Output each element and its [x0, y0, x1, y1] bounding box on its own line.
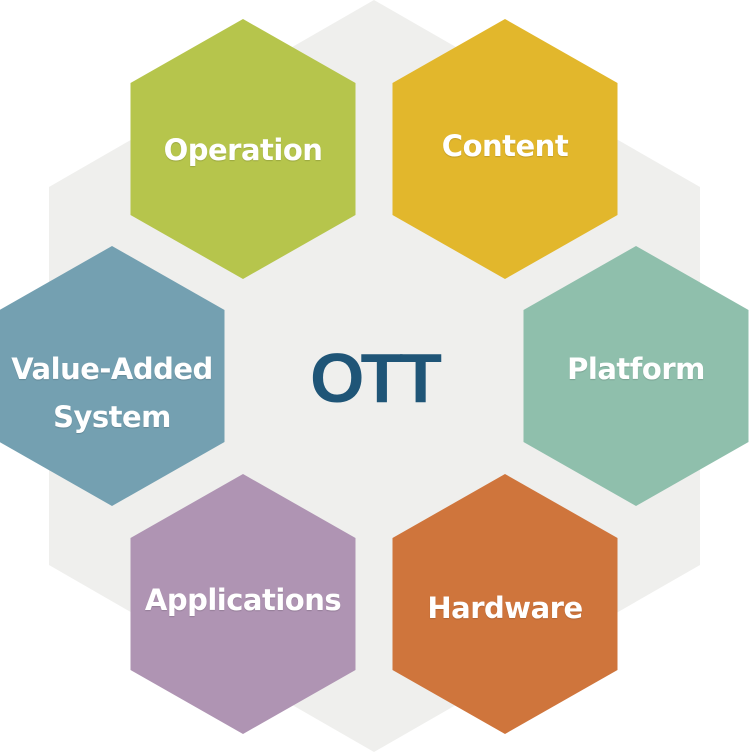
platform-hexagon[interactable] — [523, 246, 749, 506]
value-added-label-line2: System — [53, 400, 171, 434]
platform-label: Platform — [567, 352, 705, 386]
hardware-label: Hardware — [427, 591, 583, 625]
applications-hexagon[interactable] — [130, 474, 356, 734]
operation-hexagon[interactable] — [130, 19, 356, 279]
value-added-system-label: Value-Added System — [11, 345, 213, 441]
hardware-hexagon[interactable] — [392, 474, 618, 734]
operation-label: Operation — [163, 133, 323, 167]
value-added-label-line1: Value-Added — [11, 352, 213, 386]
content-label: Content — [441, 129, 569, 163]
applications-label: Applications — [144, 583, 342, 617]
center-title: OTT — [310, 339, 442, 417]
value-added-system-hexagon[interactable] — [0, 246, 225, 506]
content-hexagon[interactable] — [392, 19, 618, 279]
